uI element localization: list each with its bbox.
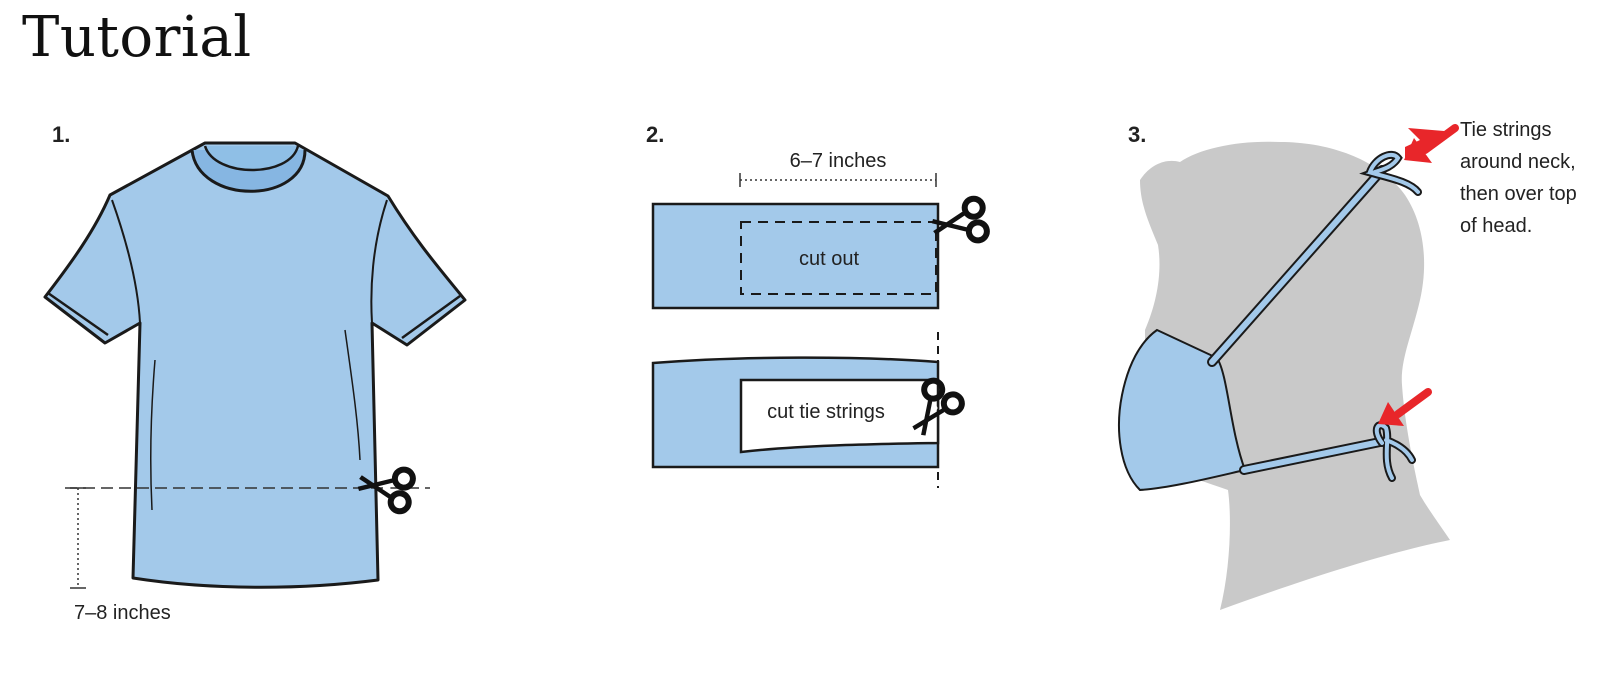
measure-label-2: 6–7 inches xyxy=(790,150,887,172)
step-1-number: 1. xyxy=(52,122,70,147)
tie-strings-label: cut tie strings xyxy=(767,401,885,423)
mask xyxy=(1118,328,1247,492)
cut-out-label: cut out xyxy=(799,248,859,270)
head-silhouette xyxy=(1140,141,1450,611)
knot-top xyxy=(1365,152,1420,194)
step-3: 3. Tie strings around neck, then over to… xyxy=(1118,119,1577,611)
t-shirt-illustration xyxy=(43,141,467,589)
page-title: Tutorial xyxy=(22,5,252,70)
step-2: 2. 6–7 inches cut out cut tie strings xyxy=(646,122,988,488)
tie-string-bottom xyxy=(1241,439,1383,473)
svg-text:Tie strings: Tie strings xyxy=(1460,119,1552,141)
knot-bottom xyxy=(1374,423,1414,480)
measure-label-1: 7–8 inches xyxy=(74,602,171,624)
step-2-number: 2. xyxy=(646,122,664,147)
svg-text:then over top: then over top xyxy=(1460,183,1577,205)
fabric-strip-bottom: cut tie strings xyxy=(651,356,940,469)
arrow-icon xyxy=(1378,388,1432,426)
svg-text:around neck,: around neck, xyxy=(1460,151,1576,173)
step-1: 1. 7–8 inches xyxy=(43,122,467,624)
arrow-icon xyxy=(1404,124,1459,163)
step-3-number: 3. xyxy=(1128,122,1146,147)
fabric-strip-top: cut out xyxy=(651,202,940,310)
tie-string-top xyxy=(1209,167,1385,365)
svg-text:of head.: of head. xyxy=(1460,215,1532,237)
tie-strings-note: Tie strings around neck, then over top o… xyxy=(1460,119,1577,237)
